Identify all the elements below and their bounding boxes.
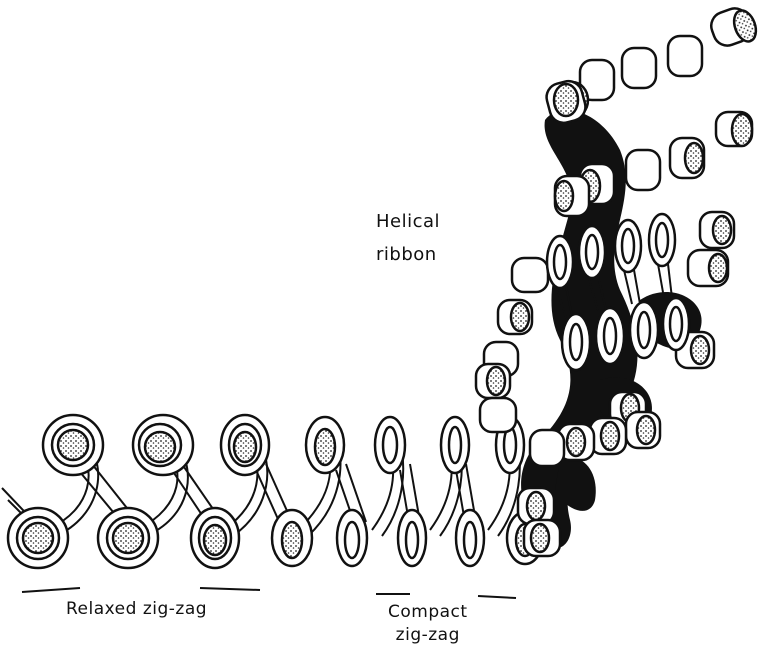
- label-brackets: [22, 588, 516, 598]
- compact-zigzag-label-line2: zig-zag: [388, 624, 468, 647]
- compact-zigzag-nucleosomes: [272, 417, 543, 566]
- relaxed-zigzag-nucleosomes: [8, 415, 269, 568]
- helical-ribbon-nucleosomes: [476, 5, 760, 556]
- helical-ribbon-label-line2: ribbon: [376, 243, 440, 266]
- compact-zigzag-label: Compact zig-zag: [388, 601, 468, 647]
- helical-ribbon-label-line1: Helical: [376, 210, 440, 233]
- helical-ribbon-label: Helical ribbon: [376, 210, 440, 266]
- relaxed-zigzag-label: Relaxed zig-zag: [66, 598, 207, 621]
- compact-zigzag-label-line1: Compact: [388, 601, 468, 624]
